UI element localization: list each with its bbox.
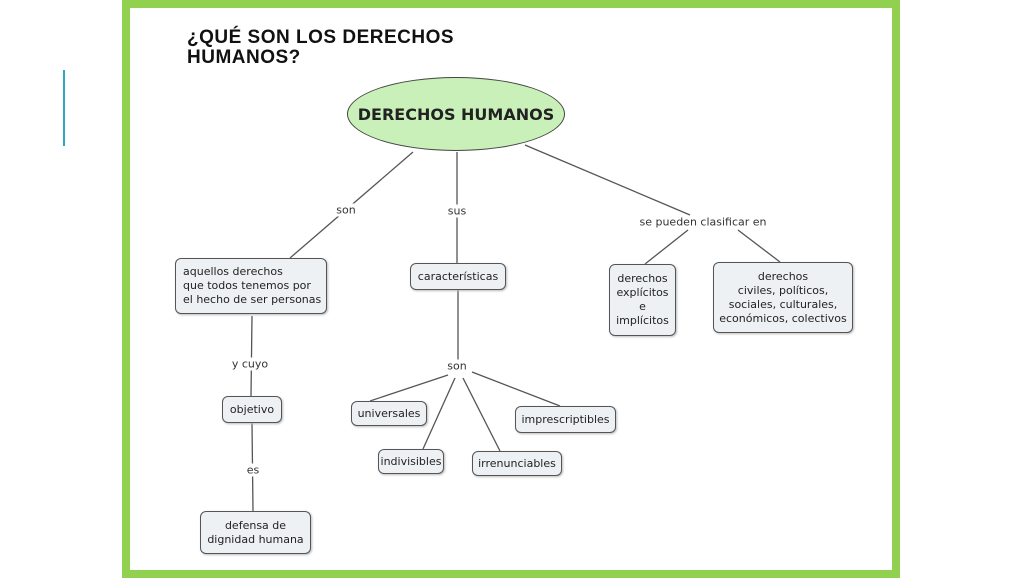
link-clasificar: se pueden clasificar en xyxy=(637,215,769,229)
accent-line xyxy=(63,70,65,146)
node-civiles-politicos: derechos civiles, políticos, sociales, c… xyxy=(713,262,853,333)
node-objetivo: objetivo xyxy=(222,396,282,423)
node-imprescriptibles: imprescriptibles xyxy=(515,406,616,433)
connector xyxy=(369,374,449,402)
node-irrenunciables: irrenunciables xyxy=(472,451,562,476)
connector xyxy=(737,229,781,263)
link-y-cuyo: y cuyo xyxy=(229,357,271,371)
connector xyxy=(471,371,561,407)
slide-title: ¿QUÉ SON LOS DERECHOS HUMANOS? xyxy=(187,27,455,68)
link-es: es xyxy=(244,463,262,477)
node-explicitos-implicitos: derechos explícitos e implícitos xyxy=(609,264,676,336)
connector xyxy=(250,315,253,397)
link-sus: sus xyxy=(445,204,469,218)
node-aquellos-derechos: aquellos derechos que todos tenemos por … xyxy=(175,258,327,314)
connector xyxy=(462,377,501,452)
connector xyxy=(422,377,456,450)
connector xyxy=(524,144,691,216)
node-caracteristicas: características xyxy=(410,263,506,290)
connector xyxy=(644,229,689,265)
link-son: son xyxy=(334,203,358,217)
root-node: DERECHOS HUMANOS xyxy=(347,77,565,151)
node-indivisibles: indivisibles xyxy=(378,449,444,474)
node-defensa: defensa de dignidad humana xyxy=(200,511,311,554)
link-son-2: son xyxy=(445,359,469,373)
node-universales: universales xyxy=(351,401,427,426)
